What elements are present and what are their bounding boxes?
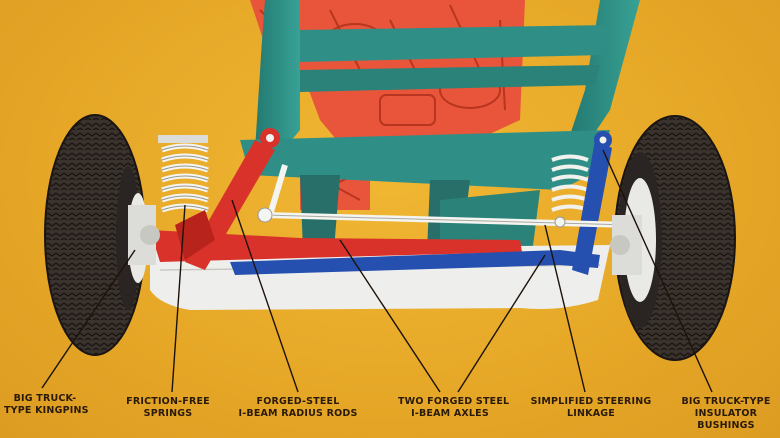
callout-radius-rods: FORGED-STEEL I-BEAM RADIUS RODS bbox=[238, 396, 358, 419]
callout-leaders bbox=[41, 149, 713, 393]
right-wheel bbox=[610, 115, 736, 361]
callout-kingpins: BIG TRUCK- TYPE KINGPINS bbox=[4, 393, 89, 416]
callout-springs: FRICTION-FREE SPRINGS bbox=[126, 396, 210, 419]
callout-steering: SIMPLIFIED STEERING LINKAGE bbox=[530, 396, 652, 419]
left-wheel bbox=[44, 114, 160, 356]
steering-linkage bbox=[257, 164, 631, 228]
callout-bushings: BIG TRUCK-TYPE INSULATOR BUSHINGS bbox=[681, 396, 771, 431]
red-i-beam bbox=[150, 128, 522, 270]
callout-axles: TWO FORGED STEEL I-BEAM AXLES bbox=[398, 396, 510, 419]
left-coil-spring bbox=[158, 135, 209, 213]
blue-i-beam bbox=[230, 131, 612, 275]
right-coil-spring bbox=[551, 154, 589, 212]
